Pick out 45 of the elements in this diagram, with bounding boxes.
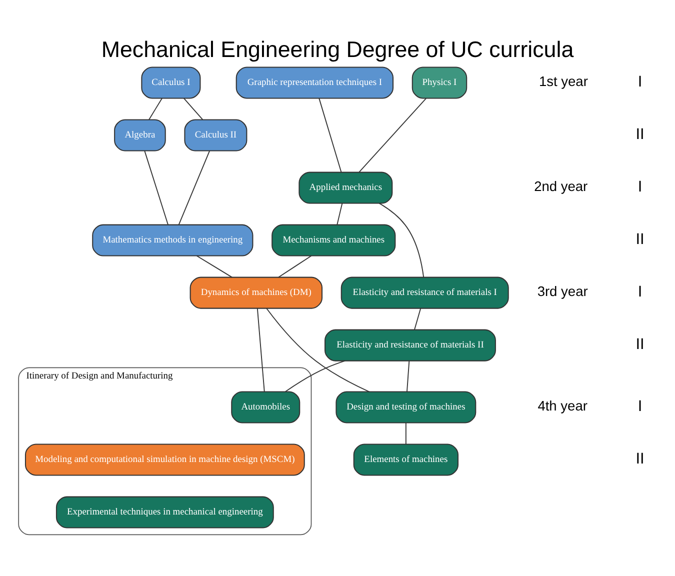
label: 2nd year bbox=[534, 178, 588, 194]
connector bbox=[358, 97, 427, 172]
label: I bbox=[638, 73, 642, 90]
connector bbox=[318, 97, 342, 172]
node-box: Modeling and computational simulation in machine design (MSCM) bbox=[24, 443, 305, 476]
connector bbox=[178, 150, 210, 225]
connector bbox=[256, 307, 265, 392]
label: II bbox=[636, 450, 644, 468]
connector bbox=[414, 307, 422, 330]
node-box: Graphic representation techniques I bbox=[236, 66, 394, 98]
node-box: Elements of machines bbox=[353, 443, 459, 476]
label: II bbox=[636, 336, 644, 353]
node-box: Mathematics methods in engineering bbox=[92, 224, 254, 256]
node-box: Automobiles bbox=[231, 390, 300, 423]
node-box: Mechanisms and machines bbox=[272, 224, 396, 256]
node-box: Elasticity and resistance of materials II bbox=[324, 328, 496, 361]
label: I bbox=[638, 398, 642, 415]
label: II bbox=[636, 230, 644, 248]
connector bbox=[278, 254, 312, 278]
connector bbox=[284, 360, 346, 392]
connector bbox=[406, 360, 410, 392]
node-box: Calculus II bbox=[184, 118, 248, 151]
node-box: Design and testing of machines bbox=[336, 390, 476, 423]
connector bbox=[266, 308, 370, 392]
node-box: Applied mechanics bbox=[298, 171, 393, 204]
label: I bbox=[638, 178, 642, 196]
node-box: Algebra bbox=[114, 118, 166, 151]
connector bbox=[144, 150, 168, 225]
node-box: Physics I bbox=[412, 66, 468, 98]
connector bbox=[183, 97, 204, 120]
connector bbox=[196, 254, 233, 278]
node-box: Elasticity and resistance of materials I bbox=[340, 276, 509, 308]
node-box: Experimental techniques in mechanical engineering bbox=[56, 496, 274, 528]
label: II bbox=[636, 126, 644, 143]
connector bbox=[148, 97, 162, 120]
label: 4th year bbox=[538, 398, 588, 414]
connector bbox=[405, 422, 406, 444]
connector bbox=[336, 202, 343, 225]
label: I bbox=[638, 283, 642, 300]
label: 3rd year bbox=[537, 284, 588, 299]
label: 1st year bbox=[538, 74, 588, 89]
node-box: Dynamics of machines (DM) bbox=[190, 276, 323, 308]
diagram-title: Mechanical Engineering Degree of UC curricula bbox=[101, 36, 574, 62]
node-box: Calculus I bbox=[141, 66, 201, 98]
connector bbox=[378, 202, 424, 278]
